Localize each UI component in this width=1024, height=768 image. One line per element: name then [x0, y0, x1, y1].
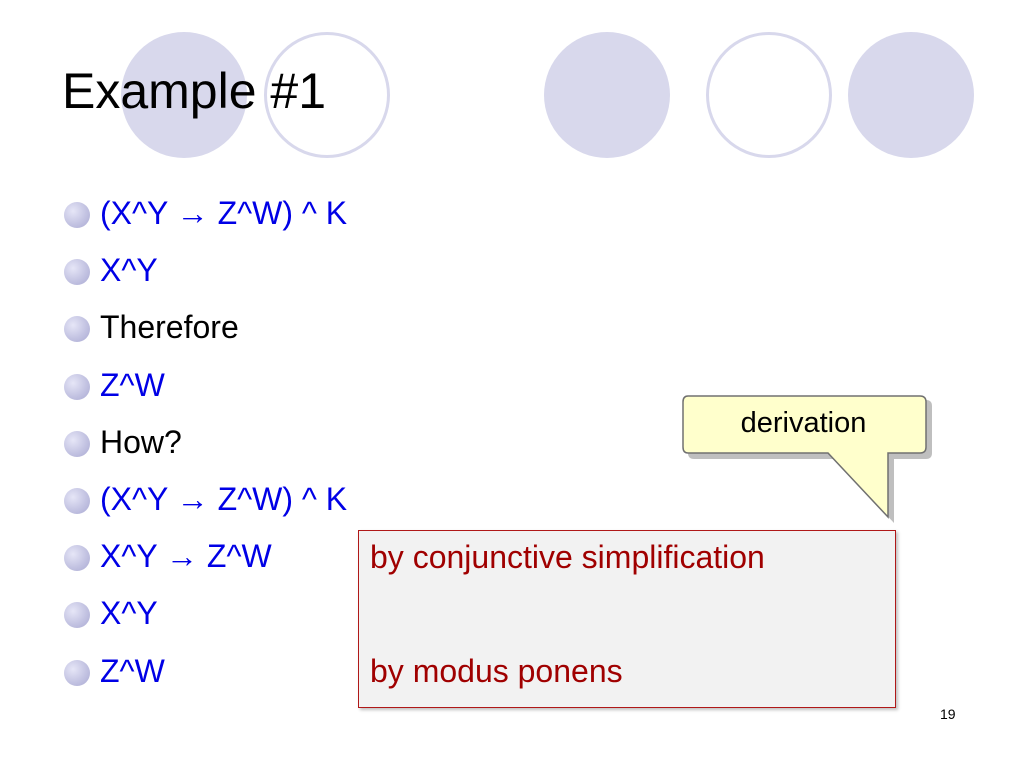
- bullet-text: X^Y: [100, 252, 158, 289]
- bullet-circle-icon: [64, 316, 90, 343]
- list-item: X^Y → Z^W: [64, 533, 347, 590]
- bullet-text: Therefore: [100, 309, 239, 346]
- justification-line: by modus ponens: [370, 653, 623, 689]
- page-number: 19: [940, 706, 956, 722]
- list-item: How?: [64, 419, 347, 476]
- justification-box: by conjunctive simplification by modus p…: [358, 530, 896, 708]
- bullet-circle-icon: [64, 659, 90, 686]
- bullet-circle-icon: [64, 202, 90, 228]
- slide-title: Example #1: [62, 63, 327, 119]
- bullet-circle-icon: [64, 373, 90, 400]
- bullet-text: X^Y: [100, 595, 158, 632]
- bullet-circle-icon: [64, 545, 90, 572]
- decor-circle-outline-icon: [264, 32, 390, 158]
- bullet-text: (X^Y → Z^W) ^ K: [100, 195, 348, 231]
- list-item: X^Y: [64, 247, 347, 304]
- derivation-callout: derivation: [682, 395, 932, 525]
- list-item: (X^Y → Z^W) ^ K: [64, 476, 347, 533]
- speech-callout-tail-icon: [682, 395, 932, 523]
- decor-circle-outline-icon: [706, 32, 832, 158]
- list-item: X^Y: [64, 590, 347, 647]
- bullet-text: Z^W: [100, 652, 165, 689]
- list-item: Therefore: [64, 304, 347, 361]
- bullet-circle-icon: [64, 259, 90, 286]
- list-item: Z^W: [64, 362, 347, 419]
- bullet-text: X^Y → Z^W: [100, 538, 272, 575]
- bullet-circle-icon: [64, 602, 90, 629]
- list-item: Z^W: [64, 648, 347, 705]
- bullet-list: (X^Y → Z^W) ^ K X^Y Therefore Z^W How? (…: [64, 190, 347, 705]
- bullet-text: Z^W: [100, 366, 165, 403]
- justification-line: by conjunctive simplification: [370, 539, 765, 575]
- bullet-text: (X^Y → Z^W) ^ K: [100, 480, 348, 517]
- decor-circle-icon: [848, 32, 974, 158]
- decor-circle-icon: [121, 32, 247, 158]
- decor-circle-icon: [544, 32, 670, 158]
- bullet-text: How?: [100, 423, 182, 460]
- callout-label: derivation: [740, 407, 867, 439]
- bullet-circle-icon: [64, 487, 90, 514]
- bullet-circle-icon: [64, 430, 90, 457]
- list-item: (X^Y → Z^W) ^ K: [64, 190, 347, 247]
